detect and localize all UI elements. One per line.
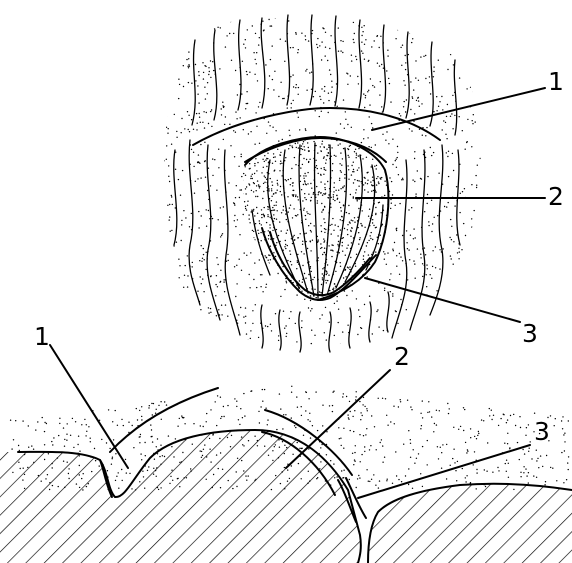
section-view-drawing: 1 2 3	[0, 322, 572, 563]
bottom-label-2: 2	[394, 342, 410, 371]
tissue-stipple	[159, 9, 490, 355]
lens-outline	[245, 137, 388, 300]
top-label-1: 1	[548, 67, 564, 96]
bottom-label-1: 1	[34, 322, 50, 351]
hatched-base-left	[0, 430, 361, 563]
top-label-2: 2	[548, 182, 564, 211]
bottom-label-3: 3	[534, 417, 550, 446]
top-view-drawing: 1 2 3	[159, 9, 564, 355]
leader-bottom-1	[50, 345, 128, 468]
upper-arc	[193, 108, 440, 145]
leader-bottom-2	[286, 370, 390, 468]
hatched-base-right	[368, 484, 572, 563]
v-fold	[262, 228, 376, 300]
tissue-fibers	[174, 15, 460, 352]
top-label-3: 3	[522, 319, 538, 348]
leader-top-1	[372, 88, 545, 130]
